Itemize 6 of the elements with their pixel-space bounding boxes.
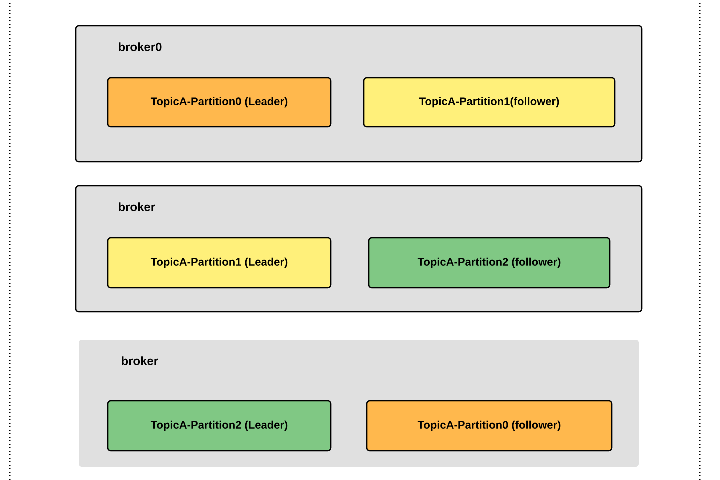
partition-box: TopicA-Partition1 (Leader)	[107, 237, 332, 289]
partition-box: TopicA-Partition2 (follower)	[368, 237, 611, 289]
partition-box: TopicA-Partition0 (Leader)	[107, 77, 332, 128]
partition-box: TopicA-Partition0 (follower)	[366, 400, 613, 452]
partition-box: TopicA-Partition2 (Leader)	[107, 400, 332, 452]
partition-box: TopicA-Partition1(follower)	[363, 77, 616, 128]
